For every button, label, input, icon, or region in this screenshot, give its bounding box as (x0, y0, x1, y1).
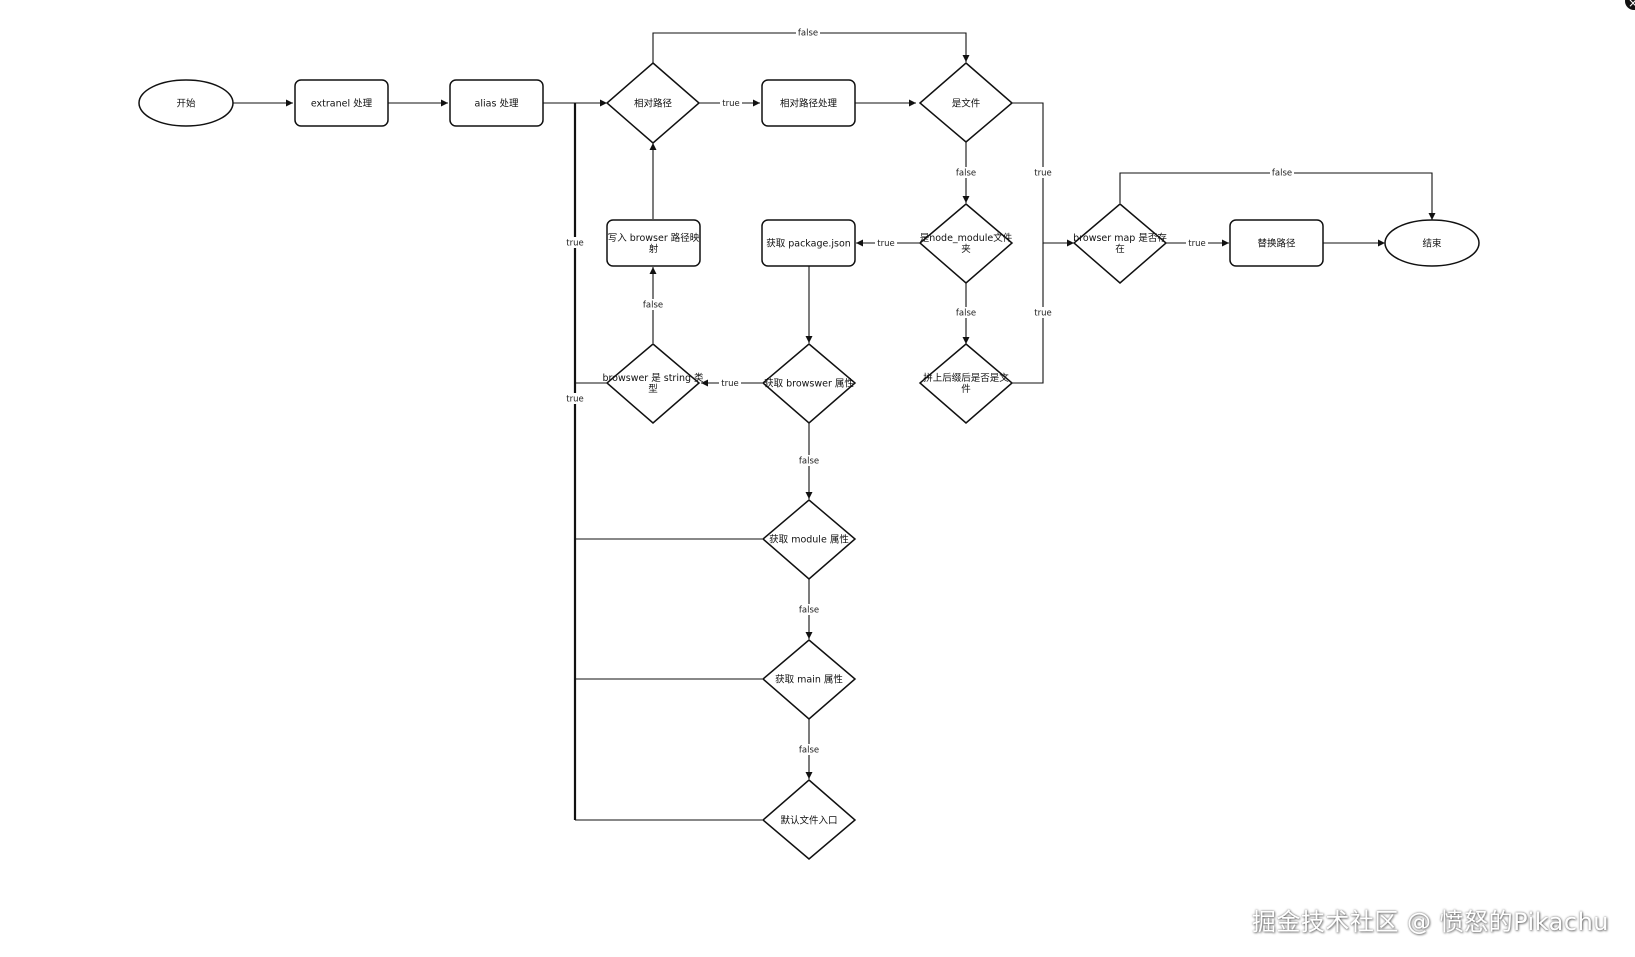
svg-text:extranel 处理: extranel 处理 (311, 98, 373, 110)
label-true-isfile: true (1032, 167, 1054, 179)
node-browser-is-string: browswer 是 string 类 型 (602, 343, 704, 424)
svg-text:是文件: 是文件 (952, 98, 981, 110)
svg-text:在: 在 (1115, 243, 1125, 255)
node-alias: alias 处理 (449, 79, 544, 127)
label-true-bus-upper: true (564, 237, 586, 249)
svg-text:夹: 夹 (961, 243, 971, 255)
label-true-bus-lower: true (564, 393, 586, 405)
node-relative-path: 相对路径 (605, 62, 701, 144)
edge-concat-browsermap (1012, 243, 1044, 384)
node-get-browser: 获取 browswer 属性 (761, 343, 857, 424)
node-start: 开始 (138, 79, 234, 127)
node-write-browser: 写入 browser 路径映 射 (606, 219, 701, 267)
svg-text:false: false (643, 301, 663, 311)
node-replace-path: 替换路径 (1229, 219, 1324, 267)
node-get-main: 获取 main 属性 (761, 639, 857, 720)
node-end: 结束 (1384, 219, 1480, 267)
svg-text:件: 件 (961, 383, 971, 395)
label-true-concat: true (1032, 307, 1054, 319)
nodes: 开始 extranel 处理 alias 处理 相对路径 相对路径处理 是文件 … (138, 62, 1480, 860)
label-false-getbrowser: false (797, 455, 821, 467)
node-default-entry: 默认文件入口 (761, 779, 857, 860)
svg-text:相对路径处理: 相对路径处理 (780, 98, 838, 110)
edges (233, 32, 1436, 821)
label-false-module: false (797, 604, 821, 616)
label-false-nodemodule: false (954, 307, 978, 319)
svg-text:true: true (877, 239, 894, 249)
label-true-relative: true (720, 97, 742, 109)
svg-text:false: false (798, 29, 818, 39)
svg-text:true: true (566, 239, 583, 249)
node-browser-map: browser map 是否存 在 (1072, 203, 1167, 284)
svg-text:替换路径: 替换路径 (1257, 238, 1296, 250)
svg-text:拼上后缀后是否是文: 拼上后缀后是否是文 (923, 372, 1009, 384)
svg-text:true: true (566, 395, 583, 405)
svg-text:false: false (956, 309, 976, 319)
svg-text:射: 射 (649, 243, 659, 255)
svg-text:alias 处理: alias 处理 (475, 98, 519, 110)
svg-text:true: true (1188, 239, 1205, 249)
label-true-nodemodule: true (875, 237, 897, 249)
watermark: 掘金技术社区 @ 愤怒的Pikachu (1251, 908, 1609, 936)
node-get-package-json: 获取 package.json (761, 219, 856, 267)
label-false-top: false (796, 27, 820, 39)
edge-browsermap-end-false (1119, 172, 1436, 220)
svg-text:获取 main 属性: 获取 main 属性 (775, 674, 843, 686)
node-extranel: extranel 处理 (294, 79, 389, 127)
svg-text:相对路径: 相对路径 (634, 98, 673, 110)
node-concat-suffix: 拼上后缀后是否是文 件 (918, 343, 1014, 424)
svg-text:型: 型 (648, 384, 658, 395)
svg-text:false: false (799, 606, 819, 616)
label-false-browserstring: false (641, 299, 665, 311)
svg-text:true: true (722, 99, 739, 109)
svg-text:browser map 是否存: browser map 是否存 (1073, 232, 1167, 244)
svg-text:获取 module 属性: 获取 module 属性 (769, 534, 849, 546)
svg-text:true: true (721, 379, 738, 389)
svg-text:获取 browswer 属性: 获取 browswer 属性 (764, 378, 854, 390)
svg-text:写入 browser 路径映: 写入 browser 路径映 (608, 232, 700, 244)
label-false-browsermap: false (1270, 167, 1294, 179)
svg-text:true: true (1034, 309, 1051, 319)
label-false-main: false (797, 744, 821, 756)
svg-text:browswer 是 string 类: browswer 是 string 类 (602, 372, 704, 384)
node-relative-proc: 相对路径处理 (761, 79, 856, 127)
edge-labels: false true false true true false true f (564, 27, 1294, 756)
label-true-browsermap: true (1186, 237, 1208, 249)
svg-text:true: true (1034, 169, 1051, 179)
svg-text:获取 package.json: 获取 package.json (766, 239, 851, 250)
label-true-getbrowser: true (719, 377, 741, 389)
node-is-node-module: 是node_module文件 夹 (918, 203, 1014, 284)
svg-text:结束: 结束 (1422, 238, 1442, 250)
svg-text:false: false (799, 457, 819, 467)
svg-text:是node_module文件: 是node_module文件 (920, 232, 1013, 244)
node-get-module: 获取 module 属性 (761, 499, 857, 580)
label-false-isfile: false (954, 167, 978, 179)
node-is-file: 是文件 (918, 62, 1014, 143)
svg-text:false: false (956, 169, 976, 179)
svg-text:false: false (1272, 169, 1292, 179)
corner-badge-icon (1625, 0, 1635, 10)
svg-text:false: false (799, 746, 819, 756)
svg-text:默认文件入口: 默认文件入口 (780, 815, 837, 827)
svg-text:开始: 开始 (176, 98, 196, 110)
